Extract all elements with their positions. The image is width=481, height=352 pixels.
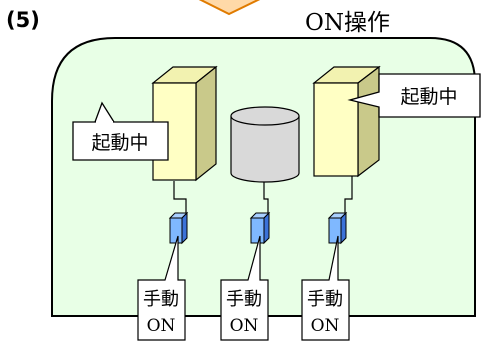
callout-left-box <box>72 101 169 161</box>
server-right-front <box>313 82 359 177</box>
callout-right-box <box>347 73 481 118</box>
callout-left-text: 起動中 <box>91 132 148 154</box>
callout-right-text: 起動中 <box>400 86 457 108</box>
server-right <box>312 65 381 178</box>
server-left-side <box>195 65 217 182</box>
disk-top <box>230 106 300 126</box>
switch-label-right: 手動 ON <box>301 235 350 341</box>
operation-title: ON操作 <box>305 10 390 36</box>
switch-label-center: 手動 ON <box>220 235 269 341</box>
down-arrow-icon <box>198 0 261 16</box>
switch-label-center-line1: 手動 <box>226 289 262 310</box>
switch-label-left-line1: 手動 <box>143 289 179 310</box>
disk-storage <box>230 106 300 183</box>
step-label: (5) <box>6 8 40 32</box>
switch-label-right-line1: 手動 <box>307 289 343 310</box>
disk-body <box>230 116 300 183</box>
switch-right <box>327 211 348 245</box>
switch-label-left-line2: ON <box>147 316 176 336</box>
server-right-side <box>357 65 380 178</box>
switch-left <box>168 211 189 245</box>
switch-center <box>249 211 271 245</box>
switch-label-right-line2: ON <box>311 316 340 336</box>
callout-left: 起動中 <box>72 101 169 161</box>
server-left <box>151 65 218 182</box>
callout-right: 起動中 <box>347 73 481 118</box>
connection-lines <box>173 175 353 213</box>
switch-label-left: 手動 ON <box>137 235 186 341</box>
switch-label-center-line2: ON <box>230 316 259 336</box>
